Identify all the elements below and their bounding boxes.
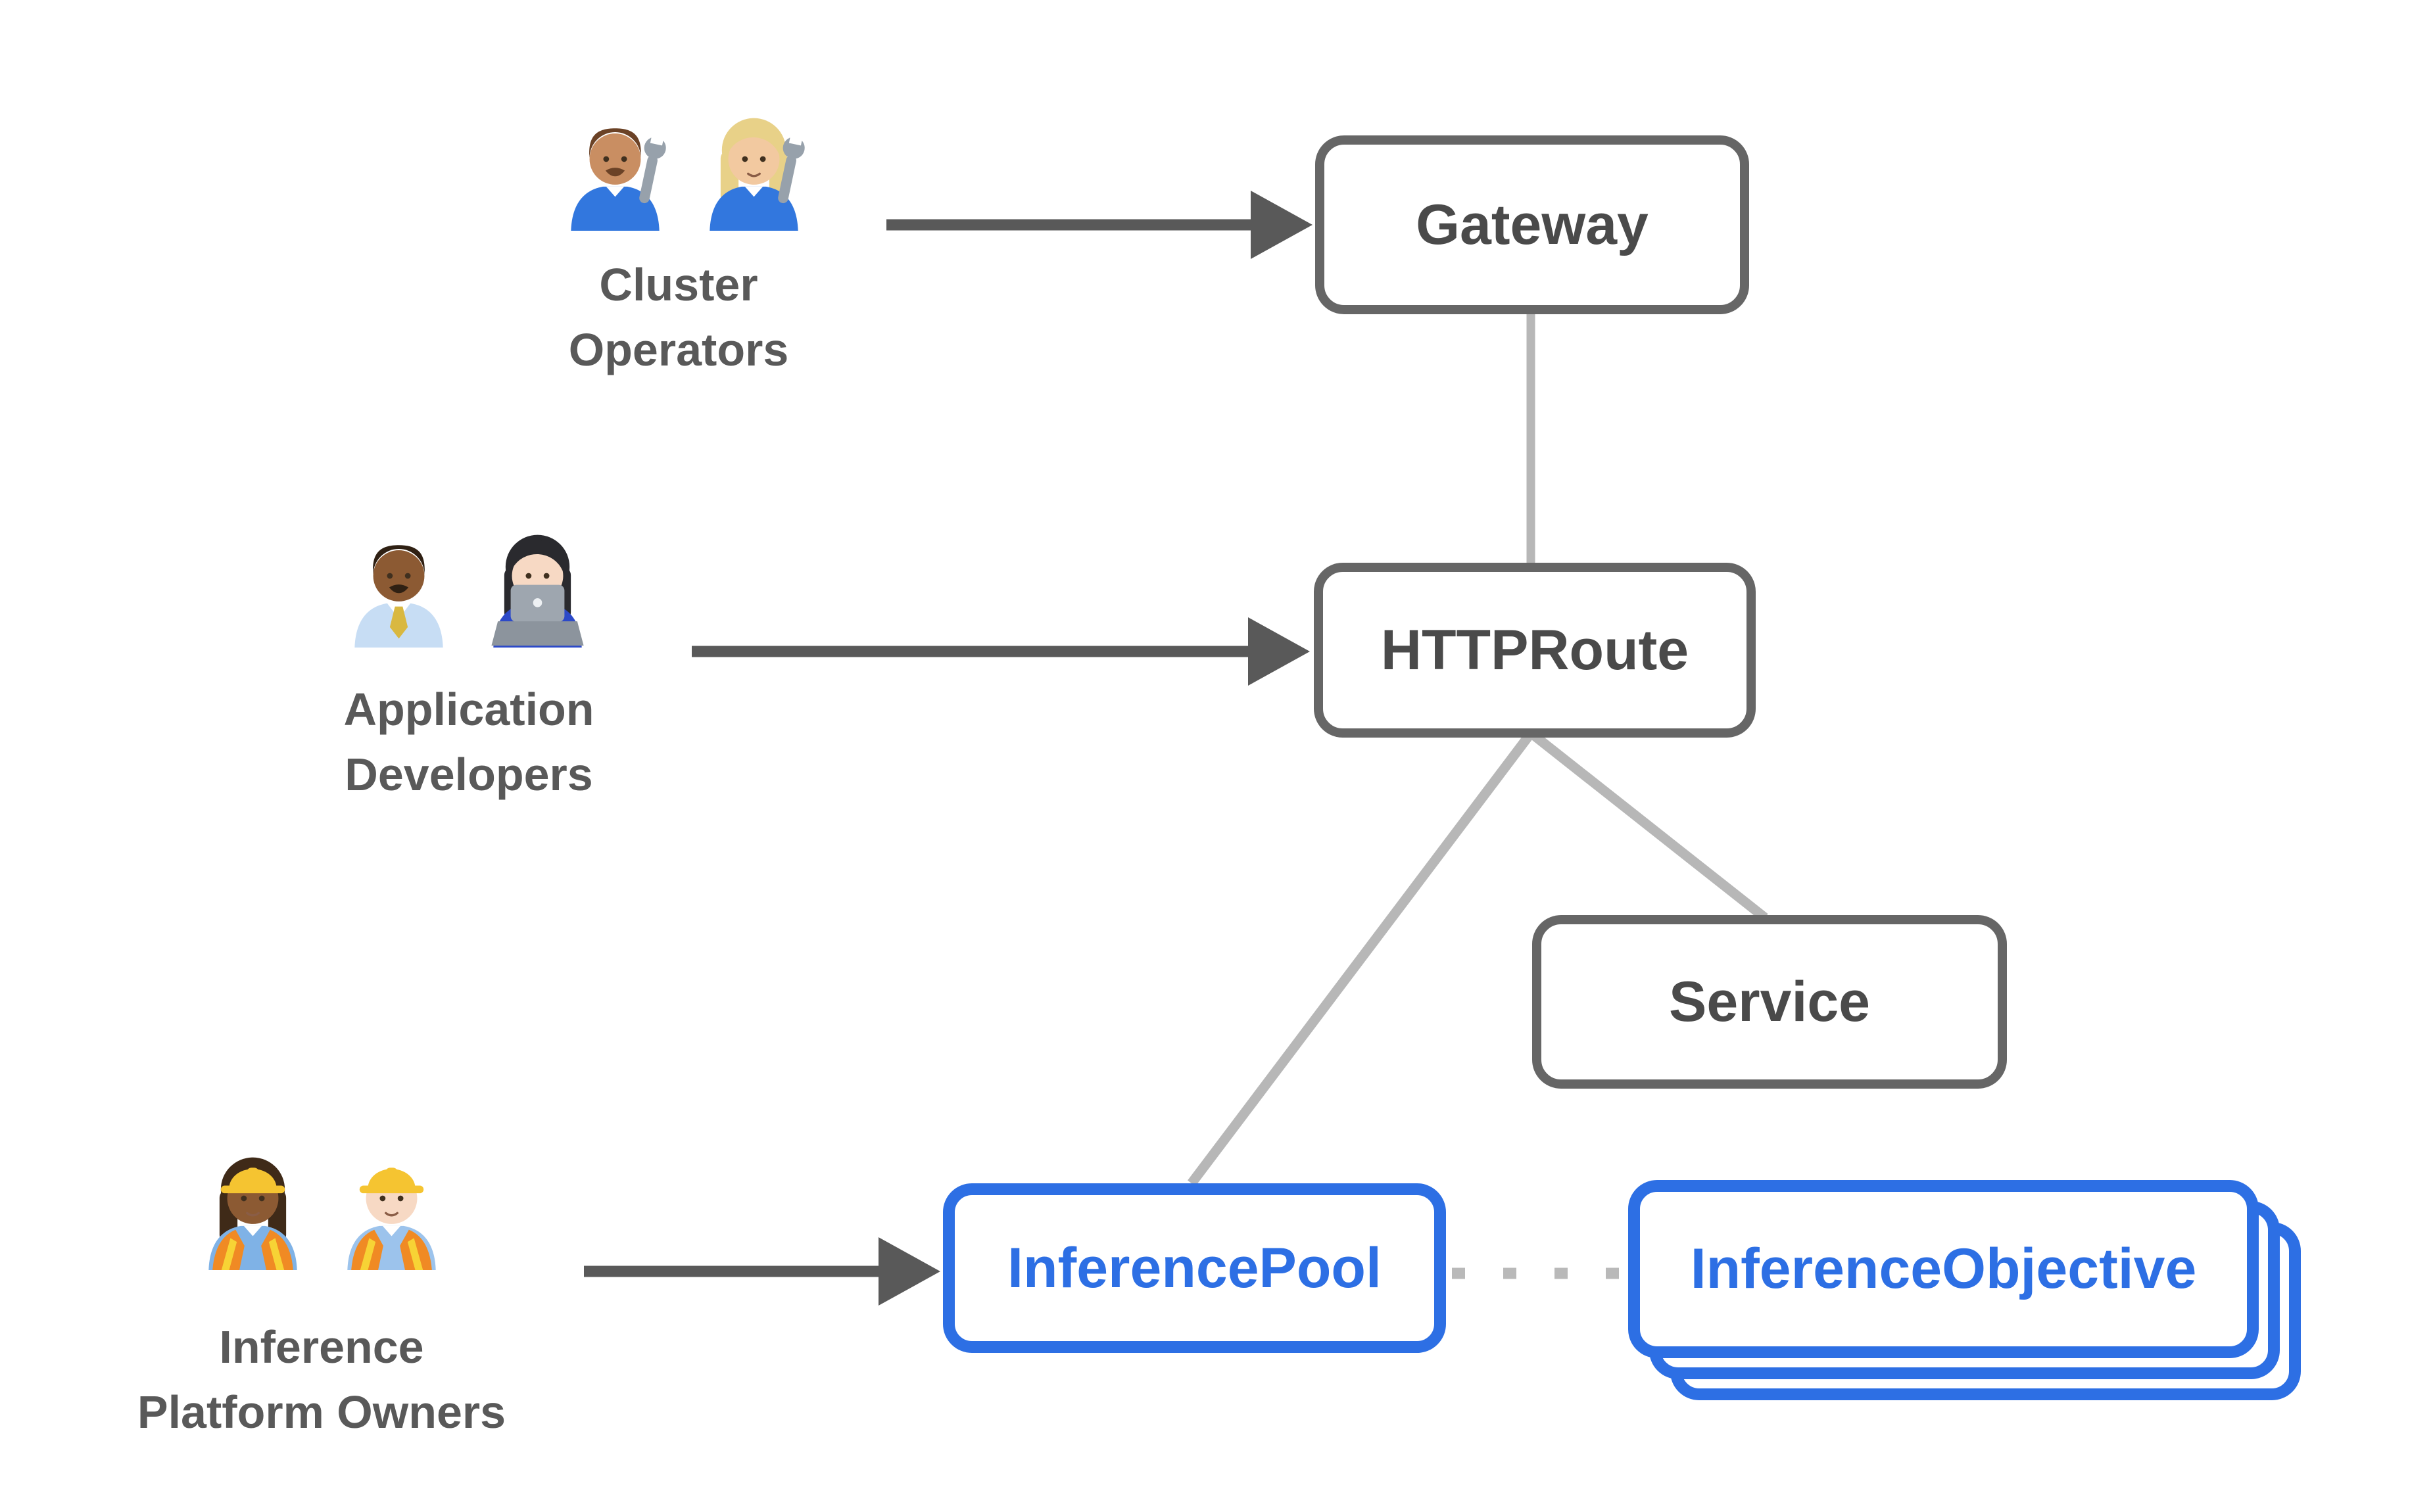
cluster-operators-label-line1: Cluster [599, 259, 758, 310]
node-httproute-label: HTTPRoute [1380, 618, 1689, 682]
cluster-operators-icons [554, 109, 815, 231]
node-service: Service [1532, 915, 2007, 1089]
man-office-worker-icon [338, 526, 460, 648]
inference-platform-owners-icons [192, 1148, 452, 1270]
man-construction-worker-icon [331, 1148, 452, 1270]
application-developers-label: Application Developers [206, 677, 732, 807]
node-service-label: Service [1668, 970, 1871, 1033]
edge-httproute-service [1530, 731, 1768, 922]
woman-mechanic-icon [693, 109, 815, 231]
cluster-operators-label-line2: Operators [568, 324, 789, 375]
woman-technologist-icon [477, 526, 598, 648]
man-mechanic-icon [554, 109, 676, 231]
application-developers-label-line2: Developers [345, 749, 593, 800]
woman-construction-worker-icon [192, 1148, 314, 1270]
node-httproute: HTTPRoute [1314, 563, 1756, 738]
node-gateway-label: Gateway [1416, 193, 1649, 256]
node-inferenceobjective: InferenceObjective [1628, 1180, 2259, 1358]
node-inferencepool-label: InferencePool [1007, 1236, 1382, 1300]
arrow-cluster-operators-to-gateway [886, 191, 1313, 259]
node-gateway: Gateway [1315, 135, 1749, 314]
node-inferenceobjective-label: InferenceObjective [1690, 1237, 2197, 1300]
node-inferencepool: InferencePool [943, 1183, 1446, 1353]
inference-platform-owners-label: Inference Platform Owners [59, 1315, 585, 1445]
arrow-application-developers-to-httproute [692, 617, 1310, 686]
inference-platform-owners-label-line2: Platform Owners [137, 1386, 506, 1438]
edge-httproute-inferencepool [1188, 732, 1533, 1187]
application-developers-icons [338, 526, 598, 648]
arrow-inference-platform-owners-to-inferencepool [584, 1237, 940, 1306]
application-developers-label-line1: Application [343, 684, 594, 735]
inference-platform-owners-label-line1: Inference [219, 1321, 424, 1373]
cluster-operators-label: Cluster Operators [416, 252, 942, 383]
